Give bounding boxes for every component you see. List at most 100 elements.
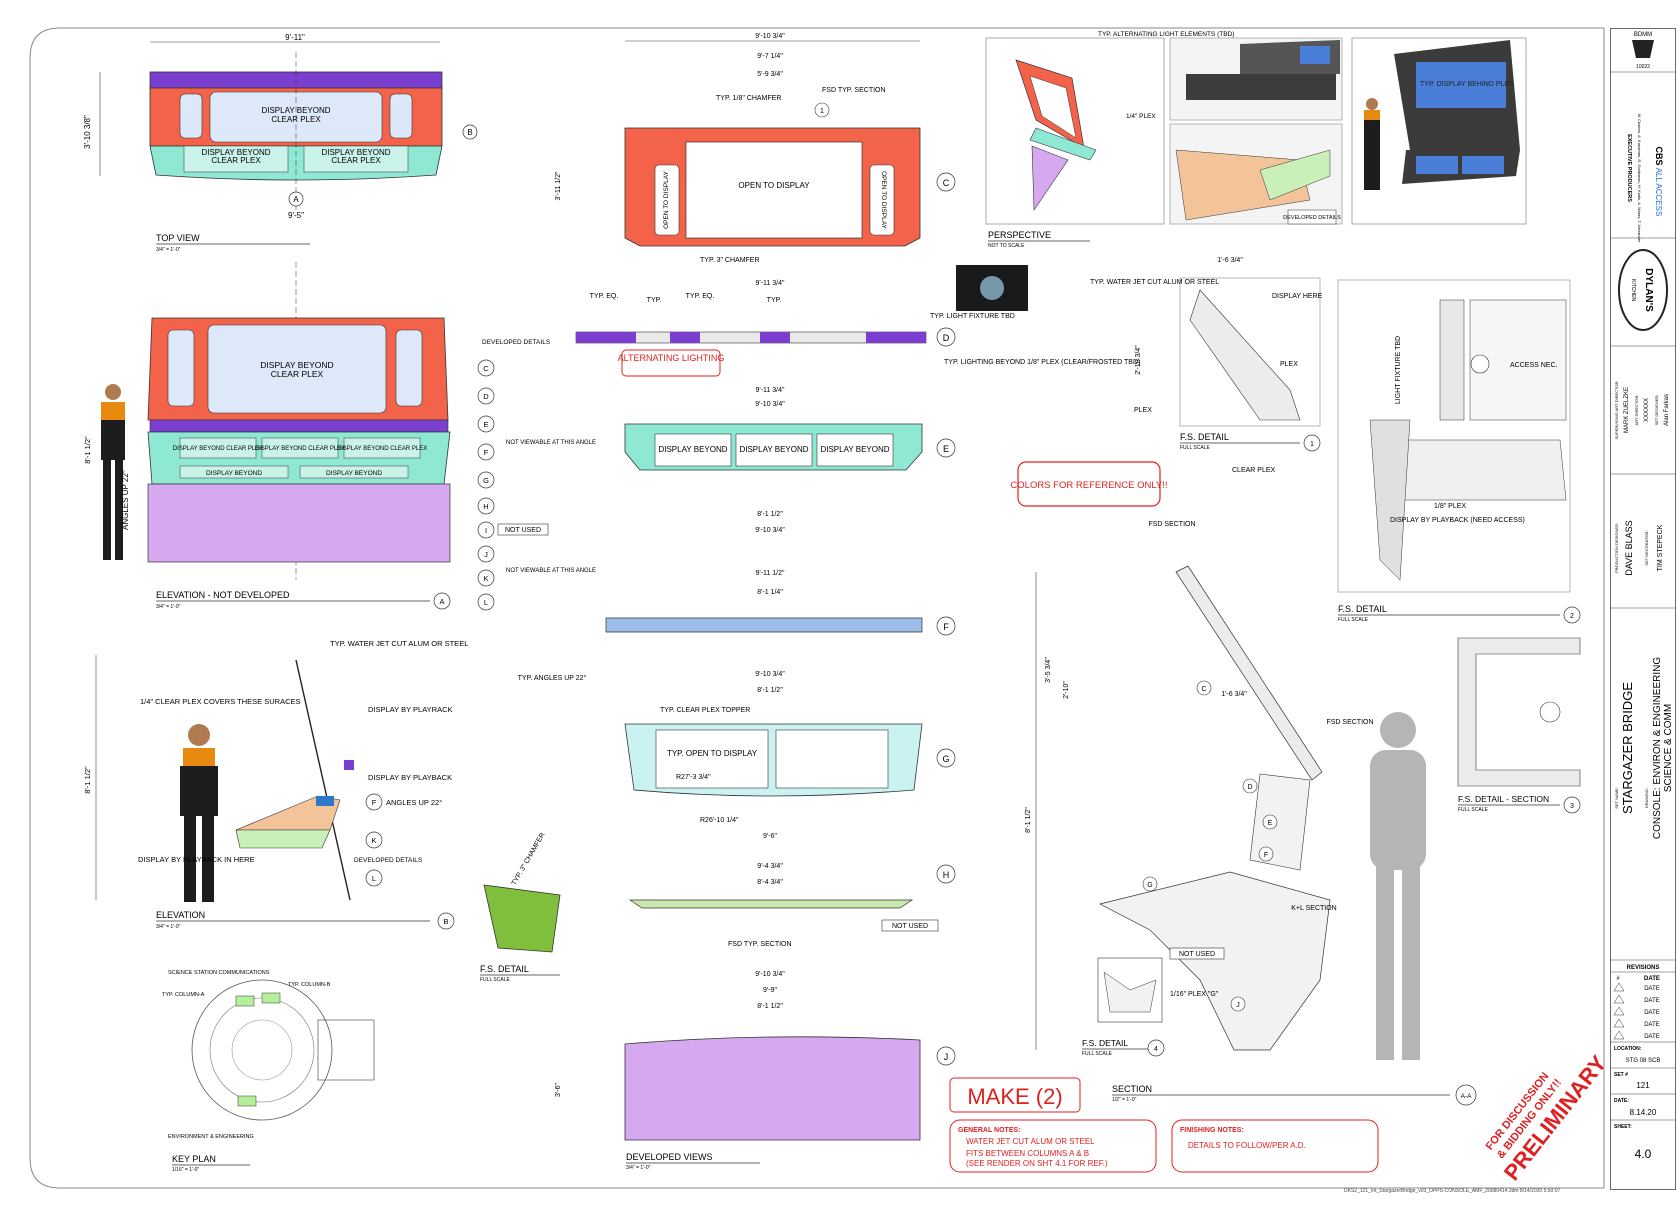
elev-nd-g-2: DISPLAY BEYOND [326, 470, 382, 477]
fs3-callout: 3 [1570, 803, 1574, 810]
g-angles: TYP. ANGLES UP 22° [518, 674, 587, 682]
e-mid: 8'-1 1/2" [757, 511, 783, 518]
sec-fsd-1: FSD SECTION [1148, 521, 1195, 528]
callout-g: G [483, 476, 489, 485]
elev-nd-display-1: DISPLAY BEYOND [260, 360, 333, 370]
tb-rev-date-hdr: DATE [1644, 976, 1660, 982]
tb-producers: M. Chabon, A. Kurtzman, R. Goldsman, H. … [1637, 114, 1642, 244]
sec-dim-b: 2'-10" [1063, 681, 1070, 699]
key-env: ENVIRONMENT & ENGINEERING [168, 1134, 254, 1140]
sec-callout-e: E [1268, 820, 1273, 827]
j-dim2: 9'-9" [763, 987, 777, 994]
tb-rev-1: DATE [1644, 986, 1660, 992]
c-dim-2: 9'-7 1/4" [757, 53, 783, 60]
elev-callout-l: L [372, 874, 376, 883]
tb-drawing-2: SCIENCE & COMM [1663, 704, 1674, 792]
callout-d: D [483, 392, 489, 401]
notes: MAKE (2) GENERAL NOTES: WATER JET CUT AL… [949, 1077, 1379, 1173]
tb-sup: MARK ZUELZKE [1624, 387, 1630, 433]
tb-pd: DAVE BLASS [1624, 520, 1634, 575]
e-bottom: 9'-10 3/4" [755, 527, 785, 534]
tb-location-label: LOCATION: [1614, 1046, 1642, 1052]
fs3-scale: FULL SCALE [1458, 807, 1488, 813]
tb-setname-label: SET NAME: [1614, 787, 1619, 809]
elev-nd-height: 8'-1 1/2" [83, 436, 92, 464]
human-figure-1 [101, 384, 125, 560]
dev-callout-g: G [942, 754, 949, 764]
dev-views-scale: 3/4" = 1'-0" [626, 1165, 651, 1171]
top-view-dim-side: 3'-10 3/8" [83, 115, 92, 149]
fs-detail-2: LIGHT FIXTURE TBD ACCESS NEC. CLEAR PLEX… [1232, 279, 1581, 624]
tb-sd: Alan Farkas [1664, 394, 1670, 426]
tb-revisions: REVISIONS [1627, 965, 1660, 971]
top-view-dim-top: 9'-11" [285, 33, 305, 42]
persp-alt-light: TYP. ALTERNATING LIGHT ELEMENTS (TBD) [1098, 31, 1234, 38]
sec-dim-a: 3'-5 3/4" [1045, 657, 1052, 683]
callout-h: H [483, 502, 488, 511]
dev-callout-f: F [943, 622, 949, 632]
fs1-display-here: DISPLAY HERE [1272, 293, 1323, 300]
c-dim-3: 5'-9 3/4" [757, 71, 783, 78]
make-text: MAKE (2) [967, 1084, 1062, 1109]
tb-dec-label: SET DECORATOR: [1644, 530, 1649, 565]
dev-callout-d: D [943, 333, 950, 343]
elev-nd-title: ELEVATION - NOT DEVELOPED [156, 590, 290, 600]
c-fsd: FSD TYP. SECTION [822, 87, 886, 94]
fs2-light: LIGHT FIXTURE TBD [1395, 336, 1402, 404]
g-dim: 9'-10 3/4" [755, 671, 785, 678]
tb-dylans: DYLAN'S [1643, 268, 1654, 312]
c-chamfer-bot: TYP. 3" CHAMFER [700, 257, 760, 264]
elev-note-display-here: DISPLAY BY PLAYBACK IN HERE [138, 855, 255, 864]
tb-rev-4: DATE [1644, 1022, 1660, 1028]
dev-view-e: 9'-11 3/4" 9'-10 3/4" DISPLAY BEYOND DIS… [624, 387, 956, 534]
fs1-dim2: 2'-10 3/4" [1135, 345, 1142, 375]
elev-nd-angles: ANGLES UP 22° [121, 470, 130, 530]
dev-callout-j: J [944, 1052, 949, 1062]
top-view-label-4: CLEAR PLEX [211, 156, 261, 165]
fs-detail-1: TYP. WATER JET CUT ALUM OR STEEL DISPLAY… [1090, 257, 1323, 452]
e-display-1: DISPLAY BEYOND [658, 445, 727, 454]
fs1-plex-1: PLEX [1280, 361, 1298, 368]
f-mid: 8'-1 1/4" [757, 589, 783, 596]
sec-fs-callout: 4 [1154, 1046, 1158, 1053]
g-r26: R26'-10 1/4" [700, 817, 739, 824]
sec-dim-c: 1'-6 3/4" [1221, 691, 1247, 698]
elev-nd-not-viewable-2: NOT VIEWABLE AT THIS ANGLE [506, 568, 596, 574]
fs2-plex-18: 1/8" PLEX [1434, 503, 1466, 510]
sec-title: SECTION [1112, 1084, 1152, 1094]
general-notes-3: (SEE RENDER ON SHT 4.1 FOR REF.) [966, 1159, 1108, 1168]
tb-date: 8.14.20 [1630, 1108, 1657, 1117]
elevation-not-developed: DISPLAY BEYOND CLEAR PLEX DISPLAY BEYOND… [83, 262, 596, 611]
finishing-notes-1: DETAILS TO FOLLOW/PER A.D. [1188, 1141, 1306, 1150]
callout-j: J [484, 550, 488, 559]
dev-view-h: 9'-4 3/4" 8'-4 3/4" H FSD TYP. SECTION N… [480, 832, 956, 983]
tb-sd-label: SET DESIGNER: [1654, 395, 1659, 426]
tb-union: BDMM [1634, 32, 1652, 38]
elev-note-plex: 1/4" CLEAR PLEX COVERS THESE SURACES [140, 697, 301, 706]
sec-fs-title: F.S. DETAIL [1082, 1038, 1128, 1048]
preliminary-stamp: FOR DISCUSSION & BIDDING ONLY!! PRELIMIN… [1484, 1051, 1612, 1185]
sec-dim-h: 8'-1 1/2" [1025, 807, 1032, 833]
sheet-border [29, 27, 1605, 1189]
perspective: TYP. ALTERNATING LIGHT ELEMENTS (TBD) 1/… [985, 31, 1527, 249]
g-bottom: 9'-6" [763, 833, 777, 840]
c-open-right: OPEN TO DISPLAY [880, 171, 887, 229]
top-view-scale: 3/4" = 1'-0" [156, 247, 181, 253]
top-view-label-3: DISPLAY BEYOND [201, 148, 270, 157]
sec-callout-c: C [1201, 686, 1206, 693]
fs2-scale: FULL SCALE [1338, 617, 1368, 623]
d-dim: 9'-11 3/4" [756, 280, 786, 287]
tb-local: 10022 [1636, 64, 1650, 70]
tb-exec: EXECUTIVE PRODUCERS [1626, 134, 1632, 202]
sec-plex-116: 1/16" PLEX "G" [1170, 991, 1219, 998]
j-mid: 8'-1 1/2" [757, 1003, 783, 1010]
f-dim: 9'-11 1/2" [756, 570, 786, 577]
fs2-access: ACCESS NEC. [1510, 362, 1558, 369]
tb-sup-label: SUPERVISING ART DIRECTOR: [1614, 380, 1619, 439]
sec-callout-f: F [1264, 852, 1268, 859]
d-typ-1: TYP. [647, 297, 662, 304]
tb-cbs: CBS [1654, 146, 1664, 165]
callout-c: C [483, 364, 489, 373]
